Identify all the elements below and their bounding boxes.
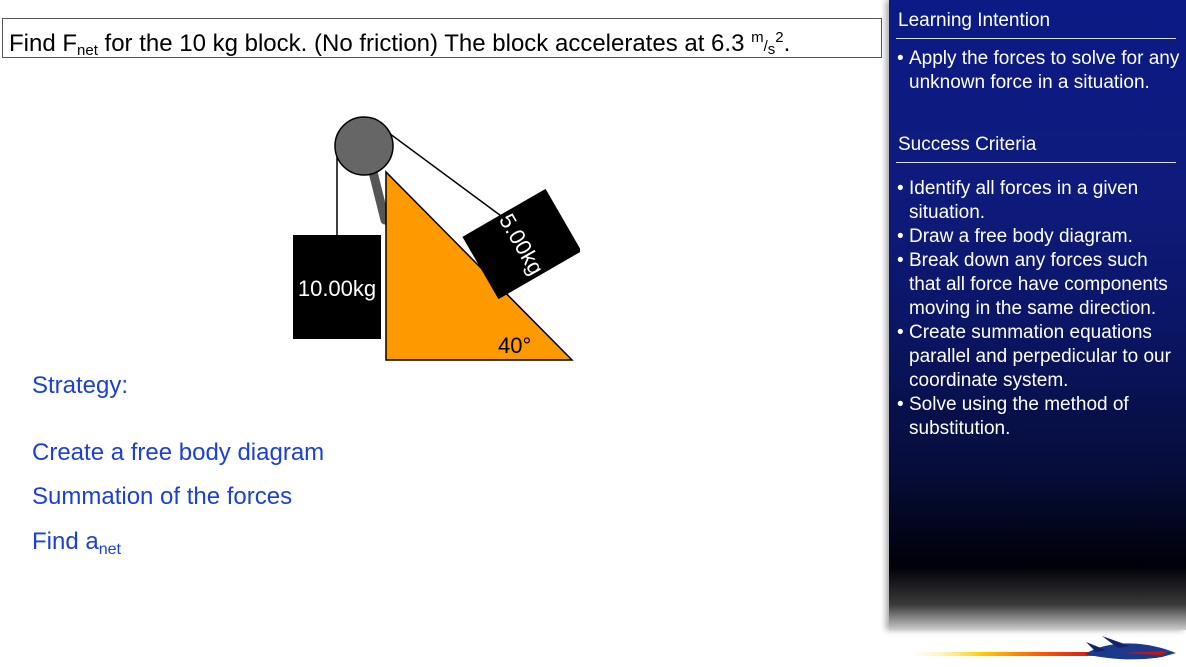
- acceleration-unit: m/s2: [751, 29, 784, 58]
- strategy-step-2: Summation of the forces: [32, 483, 293, 510]
- question-body: for the 10 kg block. (No friction) The b…: [97, 30, 752, 57]
- unit-exponent: 2: [775, 29, 784, 46]
- strategy-step-1: Create a free body diagram: [32, 439, 325, 466]
- logo-jet-stripe: [1122, 651, 1168, 655]
- success-list: Identify all forces in a given situation…: [897, 177, 1182, 441]
- question-prefix: Find F: [9, 30, 78, 57]
- logo-jet-tail: [1086, 642, 1106, 652]
- question-end: .: [783, 30, 791, 57]
- success-item: Break down any forces such that all forc…: [897, 249, 1182, 321]
- unit-slash: /: [763, 38, 768, 55]
- pulley-incline-diagram: 10.00kg 5.00kg 40°: [293, 116, 580, 361]
- strategy-step-3-sub: net: [98, 541, 121, 558]
- hanging-block: [293, 235, 381, 339]
- jet-logo-icon: [900, 636, 1176, 660]
- unit-denominator: s: [767, 41, 776, 58]
- logo-jet-body: [1085, 643, 1176, 660]
- angle-label: 40°: [498, 333, 531, 358]
- question-box: Find Fnet for the 10 kg block. (No frict…: [2, 18, 882, 59]
- strategy-step-3-main: Find a: [32, 528, 99, 555]
- question-subscript: net: [77, 42, 98, 59]
- success-item: Create summation equations parallel and …: [897, 321, 1182, 393]
- learning-intention-heading: Learning Intention: [898, 10, 1051, 31]
- unit-numerator: m: [751, 29, 764, 46]
- success-criteria-heading: Success Criteria: [898, 134, 1037, 155]
- sidebar-panel: Learning Intention Apply the forces to s…: [889, 0, 1186, 630]
- incline-ramp: [385, 170, 574, 361]
- strategy-step-3: Find anet: [32, 528, 121, 559]
- hanging-mass-label: 10.00kg: [298, 276, 376, 301]
- success-item: Draw a free body diagram.: [897, 225, 1182, 249]
- learning-item: Apply the forces to solve for any unknow…: [897, 47, 1182, 95]
- success-item: Identify all forces in a given situation…: [897, 177, 1182, 225]
- rope-incline: [377, 124, 521, 231]
- pulley-wheel: [334, 116, 394, 176]
- learning-list: Apply the forces to solve for any unknow…: [897, 47, 1182, 95]
- success-divider: [896, 162, 1176, 163]
- incline-block: [462, 188, 580, 300]
- learning-divider: [896, 38, 1176, 39]
- logo-jet-wing: [1102, 636, 1130, 648]
- success-item: Solve using the method of substitution.: [897, 393, 1182, 441]
- strategy-title: Strategy:: [32, 372, 129, 399]
- logo-trail: [900, 652, 1100, 656]
